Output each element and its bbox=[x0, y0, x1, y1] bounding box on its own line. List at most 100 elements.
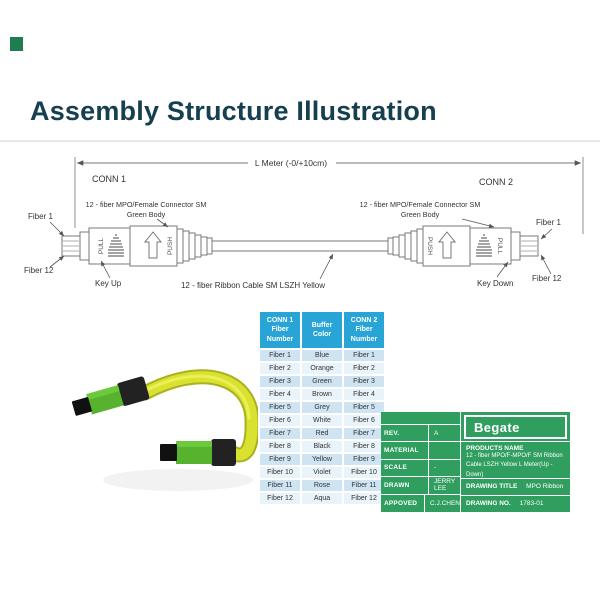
photo-connector-center bbox=[160, 439, 236, 466]
conn1-cell: Fiber 10 bbox=[260, 467, 300, 478]
drawing-title-row: DRAWING TITLE MPO Ribbon bbox=[461, 478, 570, 495]
buffer-color-cell: White bbox=[302, 415, 342, 426]
conn1-cell: Fiber 2 bbox=[260, 363, 300, 374]
rev-value: A bbox=[434, 429, 439, 437]
conn1-label: CONN 1 bbox=[92, 174, 126, 184]
scale-label: SCALE bbox=[381, 459, 429, 477]
conn2-label: CONN 2 bbox=[479, 177, 513, 187]
key-up-label: Key Up bbox=[95, 279, 122, 288]
header-conn2-fiber-number: CONN 2 Fiber Number bbox=[344, 312, 384, 348]
buffer-color-cell: Brown bbox=[302, 389, 342, 400]
pull-label-right: PULL bbox=[496, 238, 503, 255]
fiber-mapping-table: CONN 1 Fiber Number Buffer Color CONN 2 … bbox=[258, 310, 386, 506]
title-block-row-drawn: DRAWN JERRY LEE bbox=[381, 477, 460, 495]
drawn-value: JERRY LEE bbox=[434, 478, 456, 493]
drawn-label: DRAWN bbox=[381, 477, 429, 494]
approved-value: C.J.CHEN bbox=[430, 500, 460, 508]
leader-arrows bbox=[49, 218, 553, 280]
conn2-cell: Fiber 2 bbox=[344, 363, 384, 374]
push-arrow-left bbox=[143, 231, 163, 259]
buffer-color-cell: Red bbox=[302, 428, 342, 439]
assembly-diagram: L Meter (-0/+10cm) CONN 1 CONN 2 bbox=[24, 157, 584, 290]
photo-shadow bbox=[103, 469, 253, 491]
connector-left: PULL PUSH bbox=[61, 225, 213, 267]
connector-left-label-line1: 12 - fiber MPO/Female Connector SM bbox=[86, 200, 207, 209]
drawing-no-label: DRAWING NO. bbox=[466, 500, 511, 507]
conn2-cell: Fiber 7 bbox=[344, 428, 384, 439]
brand-logo: Begate bbox=[464, 415, 567, 439]
header-buffer-color: Buffer Color bbox=[302, 312, 342, 348]
buffer-color-cell: Orange bbox=[302, 363, 342, 374]
buffer-color-cell: Grey bbox=[302, 402, 342, 413]
title-block-row-approved: APPOVED C.J.CHEN bbox=[381, 494, 460, 513]
buffer-color-cell: Aqua bbox=[302, 493, 342, 504]
approved-label: APPOVED bbox=[381, 494, 426, 513]
connector-right-label-line1: 12 - fiber MPO/Female Connector SM bbox=[360, 200, 481, 209]
fiber1-right-label: Fiber 1 bbox=[536, 218, 561, 227]
title-block-left: REV. A MATERIAL SCALE - DRAWN JERRY LEE … bbox=[381, 424, 460, 513]
conn1-cell: Fiber 4 bbox=[260, 389, 300, 400]
products-name-label: PRODUCTS NAME bbox=[466, 445, 524, 452]
photo-connector-left bbox=[71, 376, 150, 416]
conn2-cell: Fiber 4 bbox=[344, 389, 384, 400]
conn1-cell: Fiber 6 bbox=[260, 415, 300, 426]
conn2-cell: Fiber 5 bbox=[344, 402, 384, 413]
title-divider bbox=[0, 140, 600, 142]
conn2-cell: Fiber 8 bbox=[344, 441, 384, 452]
buffer-color-cell: Blue bbox=[302, 350, 342, 361]
fiber12-left-label: Fiber 12 bbox=[24, 266, 54, 275]
push-label-left: PUSH bbox=[167, 237, 174, 255]
title-block: REV. A MATERIAL SCALE - DRAWN JERRY LEE … bbox=[381, 412, 570, 513]
buffer-color-cell: Black bbox=[302, 441, 342, 452]
drawing-no-row: DRAWING NO. 1783-01 bbox=[461, 495, 570, 512]
title-block-row-rev: REV. A bbox=[381, 425, 460, 443]
products-name-line1: 12 - fiber MPO/F-MPO/F SM Ribbon bbox=[466, 453, 563, 459]
pull-label-left: PULL bbox=[98, 237, 105, 254]
conn1-cell: Fiber 12 bbox=[260, 493, 300, 504]
buffer-color-cell: Violet bbox=[302, 467, 342, 478]
conn2-cell: Fiber 9 bbox=[344, 454, 384, 465]
dimension-label: L Meter (-0/+10cm) bbox=[255, 158, 327, 168]
pull-stripe-arrow-right bbox=[476, 234, 492, 257]
material-label: MATERIAL bbox=[381, 442, 429, 459]
fiber-table-header-row: CONN 1 Fiber Number Buffer Color CONN 2 … bbox=[260, 312, 384, 348]
push-label-right: PUSH bbox=[426, 237, 433, 255]
pull-stripe-arrow-left bbox=[108, 234, 124, 257]
conn1-cell: Fiber 9 bbox=[260, 454, 300, 465]
ribbon-cable-line bbox=[212, 240, 390, 252]
conn2-cell: Fiber 11 bbox=[344, 480, 384, 491]
title-block-row-material: MATERIAL bbox=[381, 442, 460, 460]
connector-right: PUSH PULL bbox=[387, 225, 539, 267]
conn1-cell: Fiber 3 bbox=[260, 376, 300, 387]
fiber1-left-label: Fiber 1 bbox=[28, 212, 53, 221]
buffer-color-cell: Green bbox=[302, 376, 342, 387]
conn1-cell: Fiber 7 bbox=[260, 428, 300, 439]
conn2-cell: Fiber 6 bbox=[344, 415, 384, 426]
conn1-cell: Fiber 8 bbox=[260, 441, 300, 452]
header-conn1-fiber-number: CONN 1 Fiber Number bbox=[260, 312, 300, 348]
products-name-line2: Cable LSZH Yellow L Meter(Up - Down) bbox=[466, 462, 553, 478]
page-title: Assembly Structure Illustration bbox=[30, 96, 437, 126]
product-photo bbox=[71, 369, 260, 491]
title-block-right: Begate PRODUCTS NAME 12 - fiber MPO/F-MP… bbox=[460, 412, 570, 512]
dimension-line bbox=[74, 157, 584, 234]
drawing-title-label: DRAWING TITLE bbox=[466, 483, 518, 490]
rev-label: REV. bbox=[381, 425, 429, 442]
fiber12-right-label: Fiber 12 bbox=[532, 274, 562, 283]
conn1-cell: Fiber 1 bbox=[260, 350, 300, 361]
products-name-section: PRODUCTS NAME 12 - fiber MPO/F-MPO/F SM … bbox=[461, 441, 570, 478]
buffer-color-cell: Rose bbox=[302, 480, 342, 491]
conn1-cell: Fiber 11 bbox=[260, 480, 300, 491]
